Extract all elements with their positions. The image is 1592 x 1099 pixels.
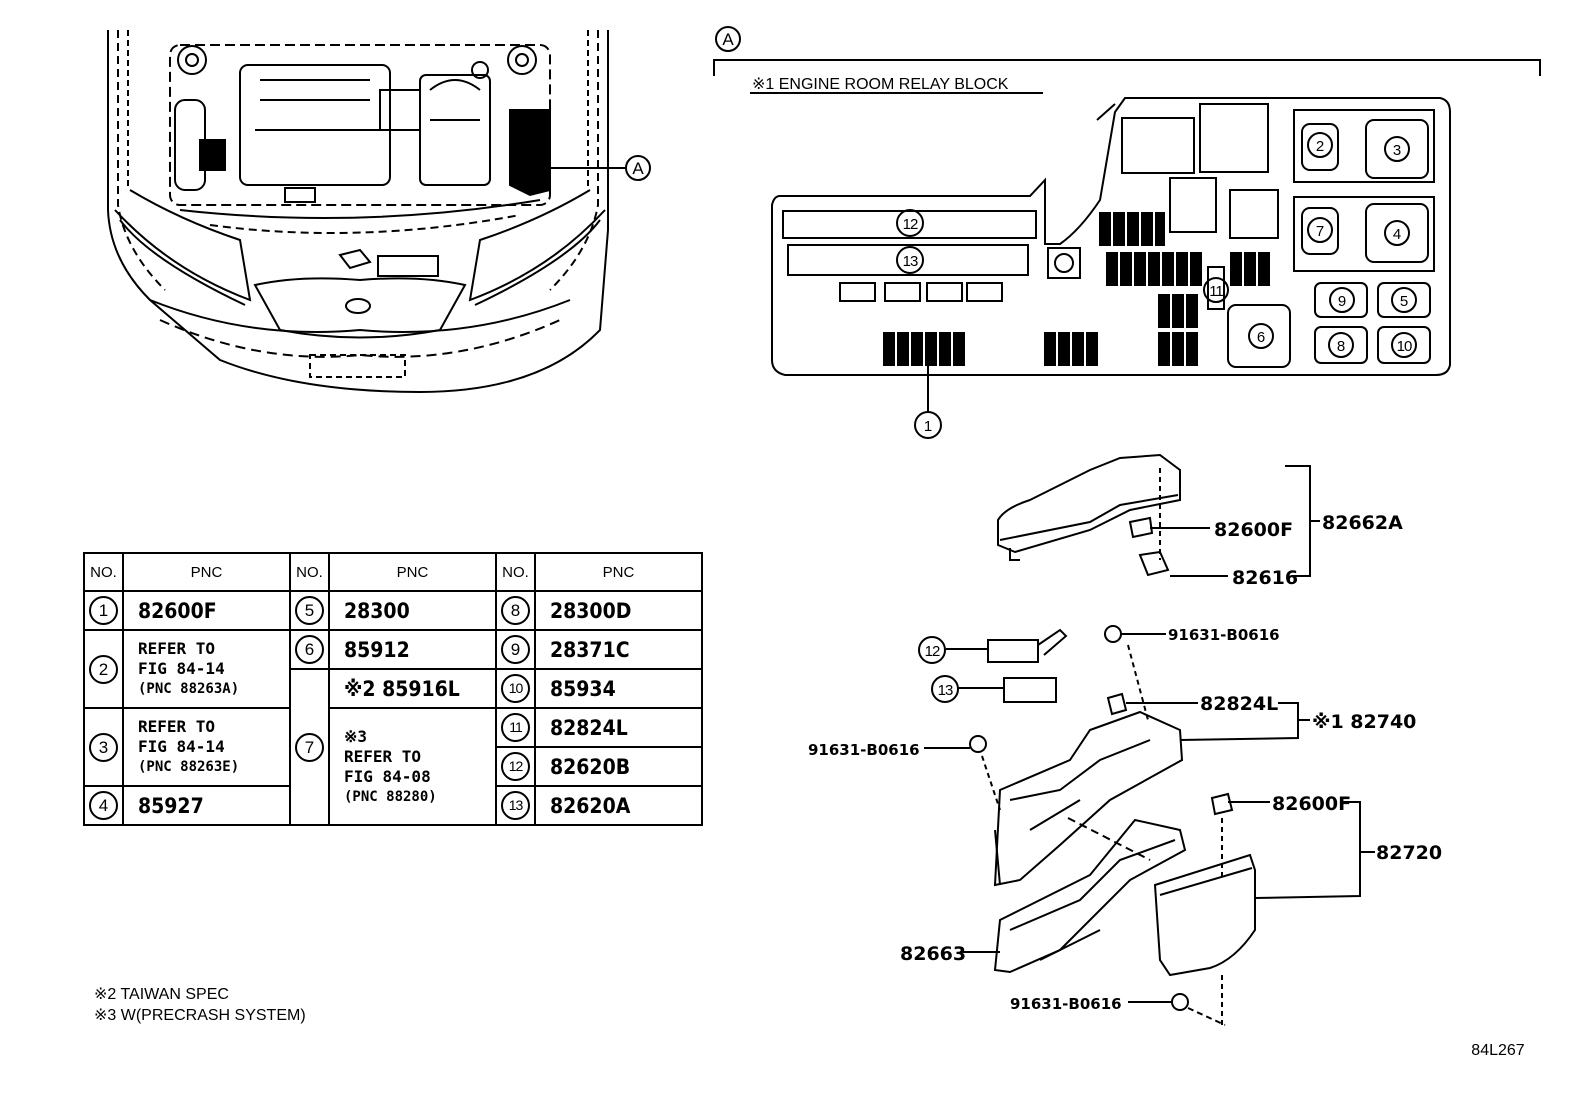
relay-block-fuses bbox=[883, 212, 1270, 366]
table-row: 2 REFER TO FIG 84-14 (PNC 88263A) 6 8591… bbox=[83, 629, 703, 709]
engine-callout-a: A bbox=[632, 159, 644, 178]
relay-block-title: ※1 ENGINE ROOM RELAY BLOCK bbox=[752, 76, 1009, 93]
row-pnc: 28300D bbox=[534, 590, 703, 631]
header-pnc: PNC bbox=[328, 552, 497, 592]
note-precrash: ※3 W(PRECRASH SYSTEM) bbox=[94, 1007, 306, 1024]
row-no: 8 bbox=[501, 596, 530, 625]
row-no: 5 bbox=[295, 596, 324, 625]
row-pnc: ※2 85916L bbox=[328, 668, 497, 709]
row-no: 6 bbox=[295, 635, 324, 664]
callout-82600f-top: 82600F bbox=[1214, 519, 1293, 541]
exploded-pos-12: 12 bbox=[925, 643, 940, 660]
pos-12: 12 bbox=[903, 216, 918, 233]
row-pnc: 82600F bbox=[122, 590, 291, 631]
row-pnc: 85927 bbox=[122, 785, 291, 826]
pos-1: 1 bbox=[924, 418, 932, 435]
row-no: 2 bbox=[89, 654, 118, 684]
ref-line: FIG 84-14 bbox=[138, 737, 225, 756]
pos-4: 4 bbox=[1393, 226, 1401, 243]
engine-bay-illustration bbox=[107, 30, 651, 394]
pos-8: 8 bbox=[1337, 338, 1345, 355]
header-no: NO. bbox=[83, 552, 124, 592]
pos-9: 9 bbox=[1338, 293, 1346, 310]
figure-code: 84L267 bbox=[1471, 1042, 1524, 1059]
ref-line: ※3 bbox=[344, 726, 368, 746]
pos-10: 10 bbox=[1397, 338, 1412, 355]
callout-82662a: 82662A bbox=[1322, 512, 1403, 534]
section-a-label: A bbox=[722, 30, 734, 49]
row-no: 9 bbox=[501, 635, 530, 664]
header-pnc: PNC bbox=[122, 552, 291, 592]
table-row: 3 REFER TO FIG 84-14 (PNC 88263E) ※3 REF… bbox=[83, 707, 703, 826]
callout-82720: 82720 bbox=[1376, 842, 1442, 864]
row-no: 3 bbox=[89, 732, 118, 762]
ref-line: FIG 84-14 bbox=[138, 659, 225, 678]
callout-82616: 82616 bbox=[1232, 567, 1298, 589]
exploded-view bbox=[924, 453, 1375, 1026]
callout-82740: ※1 82740 bbox=[1312, 711, 1416, 733]
row-no: 10 bbox=[501, 674, 530, 703]
table-row: 4 85927 13 82620A bbox=[83, 785, 703, 826]
row-pnc-ref: ※3 REFER TO FIG 84-08 (PNC 88280) bbox=[328, 707, 497, 826]
row-pnc: 82620A bbox=[534, 785, 703, 826]
callout-bolt-1: 91631-B0616 bbox=[1168, 626, 1280, 644]
ref-line: REFER TO bbox=[138, 639, 216, 658]
callout-82824l: 82824L bbox=[1200, 693, 1278, 715]
pos-7: 7 bbox=[1316, 223, 1324, 240]
row-pnc: 85934 bbox=[534, 668, 703, 709]
pos-5: 5 bbox=[1400, 293, 1408, 310]
row-no: 12 bbox=[501, 752, 530, 781]
row-pnc: 82824L bbox=[534, 707, 703, 748]
ref-line: FIG 84-08 bbox=[344, 766, 431, 786]
pnc-table: NO. PNC NO. PNC NO. PNC 1 82600F 5 28300… bbox=[83, 552, 703, 826]
table-header-row: NO. PNC NO. PNC NO. PNC bbox=[83, 552, 703, 592]
header-no: NO. bbox=[495, 552, 536, 592]
ref-line: REFER TO bbox=[344, 746, 422, 766]
row-pnc-ref: REFER TO FIG 84-14 (PNC 88263E) bbox=[122, 707, 291, 787]
row-pnc-ref: REFER TO FIG 84-14 (PNC 88263A) bbox=[122, 629, 291, 709]
table-row: 12 82620B bbox=[84, 746, 703, 787]
note-taiwan-spec: ※2 TAIWAN SPEC bbox=[94, 986, 229, 1003]
row-no: 11 bbox=[501, 713, 530, 742]
row-pnc: 28371C bbox=[534, 629, 703, 670]
row-pnc: 85912 bbox=[328, 629, 497, 670]
row-pnc: 82620B bbox=[534, 746, 703, 787]
section-a-frame bbox=[713, 26, 1541, 94]
pos-13: 13 bbox=[903, 253, 918, 270]
callout-82600f-bottom: 82600F bbox=[1272, 793, 1351, 815]
ref-line: (PNC 88263A) bbox=[138, 681, 240, 697]
callout-bolt-3: 91631-B0616 bbox=[1010, 995, 1122, 1013]
row-no: 7 bbox=[295, 732, 324, 762]
ref-line: REFER TO bbox=[138, 717, 216, 736]
pos-6: 6 bbox=[1257, 329, 1265, 346]
header-no: NO. bbox=[289, 552, 330, 592]
ref-line: (PNC 88263E) bbox=[138, 759, 240, 775]
pos-2: 2 bbox=[1316, 138, 1324, 155]
callout-82663: 82663 bbox=[900, 943, 966, 965]
pos-3: 3 bbox=[1393, 142, 1401, 159]
row-no: 4 bbox=[89, 791, 118, 820]
row-pnc: 28300 bbox=[328, 590, 497, 631]
row-no: 13 bbox=[501, 791, 530, 820]
pos-11: 11 bbox=[1209, 283, 1223, 300]
exploded-pos-13: 13 bbox=[938, 682, 953, 699]
header-pnc: PNC bbox=[534, 552, 703, 592]
ref-line: (PNC 88280) bbox=[344, 788, 437, 805]
row-no: 1 bbox=[89, 596, 118, 625]
callout-bolt-2: 91631-B0616 bbox=[808, 741, 920, 759]
table-row: 7 ※2 85916L 10 85934 bbox=[84, 668, 703, 826]
table-row: 1 82600F 5 28300 8 28300D bbox=[83, 590, 703, 631]
